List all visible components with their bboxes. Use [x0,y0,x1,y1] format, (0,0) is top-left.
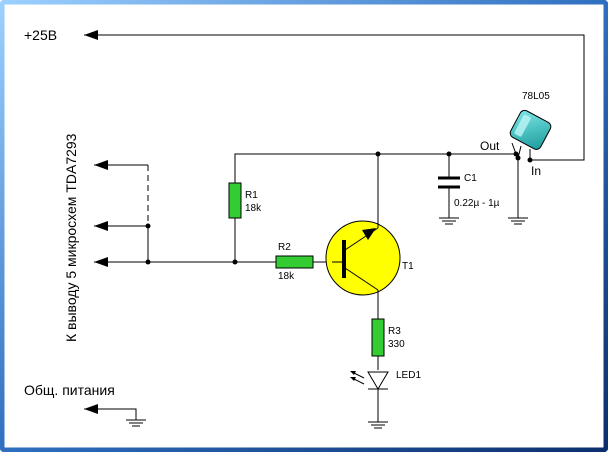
transistor-t1 [325,154,401,319]
regulator-name: 78L05 [522,91,550,102]
r1-name: R1 [245,190,258,201]
regulator-out-label: Out [480,139,500,153]
output-arrows [94,160,276,267]
capacitor-c1 [438,154,460,225]
resistor-r1 [228,182,242,262]
c1-value: 0.22µ - 1µ [454,198,500,209]
r3-name: R3 [388,326,401,337]
led-led1 [350,371,389,429]
t1-name: T1 [402,261,414,272]
resistor-r3 [371,318,385,370]
r1-value: 18k [245,203,262,214]
supply-label: +25В [24,27,57,43]
regulator-78l05 [508,109,552,225]
resistor-r2 [275,255,332,269]
r2-value: 18k [278,271,295,282]
ground-label: Общ. питания [24,382,115,398]
regulator-in-label: In [531,164,541,178]
led1-name: LED1 [396,370,421,381]
r3-value: 330 [388,339,405,350]
vertical-caption: К выводу 5 микросхем TDA7293 [63,133,79,342]
ground-line [84,404,146,427]
r2-name: R2 [278,242,291,253]
c1-name: C1 [464,173,477,184]
supply-line [84,30,585,161]
